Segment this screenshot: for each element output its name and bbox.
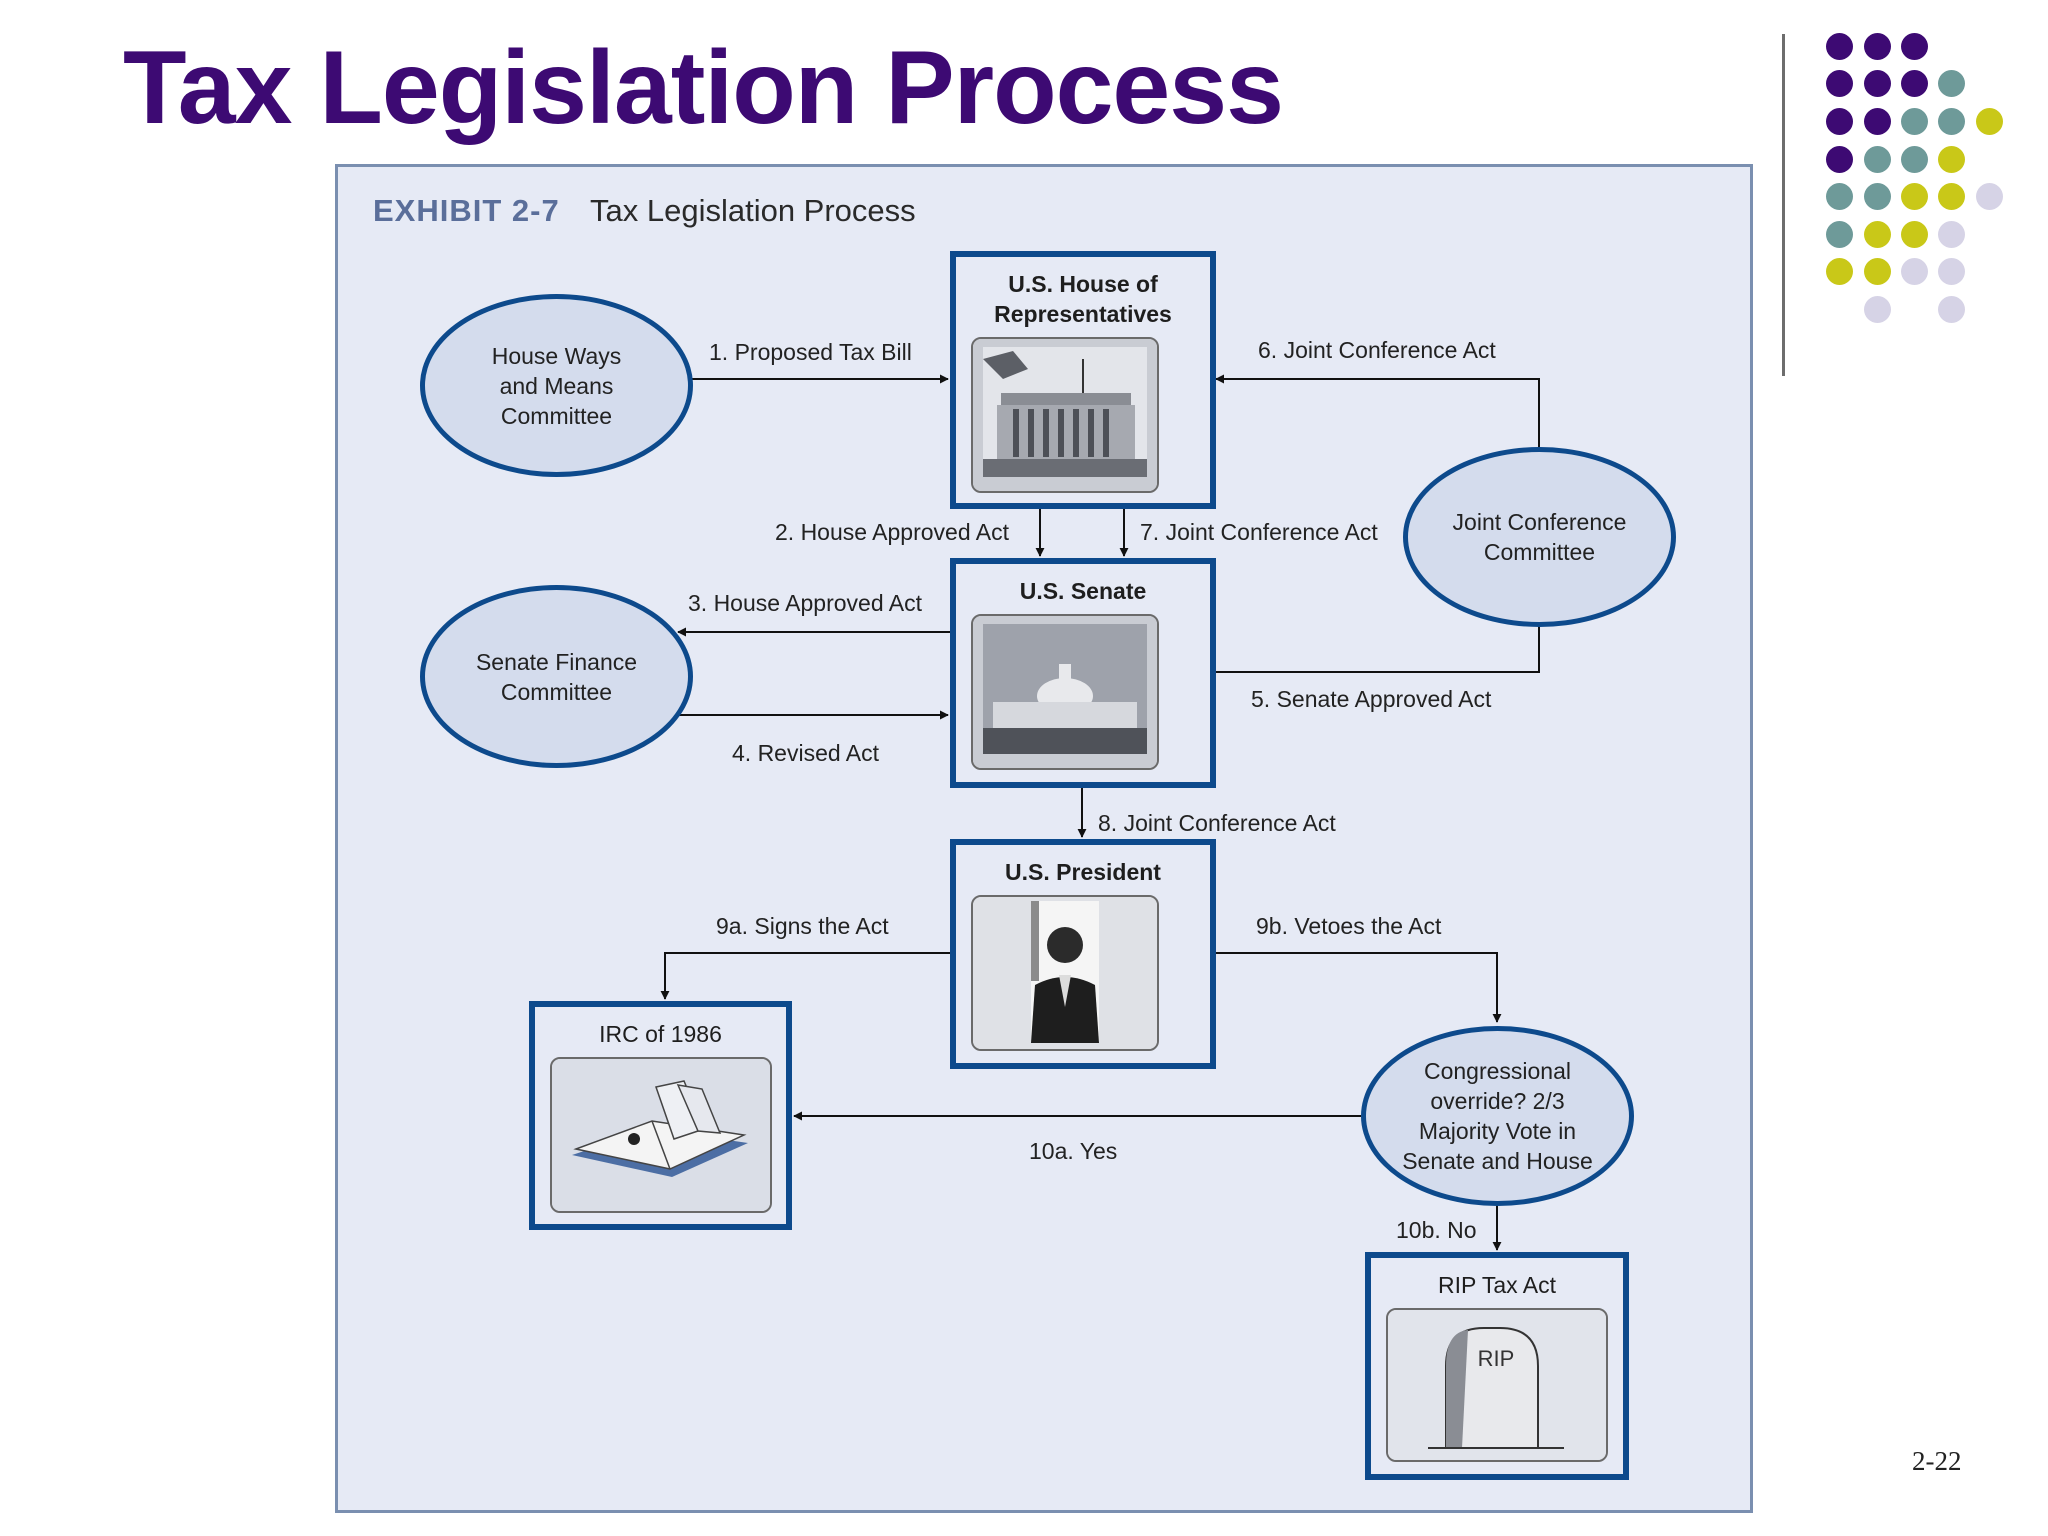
open-book-image <box>550 1057 772 1213</box>
president-title: U.S. President <box>1005 859 1161 885</box>
edge-label-1: 1. Proposed Tax Bill <box>709 339 912 365</box>
tombstone-rip-text: RIP <box>1478 1346 1515 1371</box>
dot <box>1938 296 1965 323</box>
connector-9b <box>1216 952 1502 1023</box>
dot <box>1901 33 1928 60</box>
dot <box>1938 183 1965 210</box>
dot <box>1938 146 1965 173</box>
dot <box>1938 221 1965 248</box>
dot <box>1826 258 1853 285</box>
vertical-divider <box>1782 34 1785 376</box>
dot <box>1901 183 1928 210</box>
connector-9a <box>660 952 950 1000</box>
edge-label-9b: 9b. Vetoes the Act <box>1256 913 1442 939</box>
dot <box>1864 221 1891 248</box>
exhibit-label: EXHIBIT 2-7 <box>373 193 560 228</box>
edge-label-7: 7. Joint Conference Act <box>1140 519 1378 545</box>
capitol-building-image <box>971 614 1159 770</box>
dot <box>1976 108 2003 135</box>
congressional-override-label: Congressional override? 2/3 Majority Vot… <box>1402 1058 1593 1174</box>
dot <box>1901 258 1928 285</box>
dot <box>1901 70 1928 97</box>
dot <box>1826 183 1853 210</box>
senate-title: U.S. Senate <box>1019 578 1147 604</box>
dot <box>1826 221 1853 248</box>
dot <box>1864 146 1891 173</box>
dot <box>1826 108 1853 135</box>
senate-finance-committee-node: Senate Finance Committee <box>420 585 693 768</box>
edge-label-10a: 10a. Yes <box>1029 1138 1118 1164</box>
irc-box: IRC of 1986 <box>529 1001 792 1230</box>
senate-box: U.S. Senate <box>950 558 1216 788</box>
connector-6 <box>1215 374 1540 449</box>
flow-connectors <box>660 374 1540 1251</box>
dot <box>1938 108 1965 135</box>
edge-label-4: 4. Revised Act <box>732 740 880 766</box>
dot <box>1901 146 1928 173</box>
rip-tax-act-box: RIP Tax Act RIP <box>1365 1252 1629 1480</box>
congressional-override-node: Congressional override? 2/3 Majority Vot… <box>1361 1026 1634 1206</box>
dot <box>1864 70 1891 97</box>
edge-label-9a: 9a. Signs the Act <box>716 913 889 939</box>
edge-label-6: 6. Joint Conference Act <box>1258 337 1496 363</box>
exhibit-panel: EXHIBIT 2-7 Tax Legislation Process U.S.… <box>335 164 1753 1513</box>
house-building-image <box>971 337 1159 493</box>
edge-label-3: 3. House Approved Act <box>688 590 922 616</box>
dot <box>1864 183 1891 210</box>
edge-label-2: 2. House Approved Act <box>775 519 1009 545</box>
joint-conference-committee-label: Joint Conference Committee <box>1452 509 1627 565</box>
dot <box>1864 258 1891 285</box>
dot <box>1976 183 2003 210</box>
tombstone-image: RIP <box>1386 1308 1608 1462</box>
rip-tax-act-title: RIP Tax Act <box>1437 1272 1557 1298</box>
dot <box>1864 33 1891 60</box>
joint-conference-committee-node: Joint Conference Committee <box>1403 447 1676 627</box>
house-box: U.S. House of Representatives <box>950 251 1216 509</box>
ways-means-committee-label: House Ways and Means Committee <box>491 342 622 429</box>
exhibit-title: Tax Legislation Process <box>590 193 916 228</box>
connector-5 <box>1216 623 1540 673</box>
edge-label-8: 8. Joint Conference Act <box>1098 810 1336 836</box>
dot <box>1864 296 1891 323</box>
edge-label-10b: 10b. No <box>1396 1217 1477 1243</box>
irc-title: IRC of 1986 <box>599 1021 722 1047</box>
slide-title: Tax Legislation Process <box>123 30 1284 146</box>
dot <box>1864 108 1891 135</box>
dot <box>1938 258 1965 285</box>
page-number: 2-22 <box>1912 1446 1962 1476</box>
dot <box>1826 146 1853 173</box>
dot <box>1901 221 1928 248</box>
president-portrait-image <box>971 895 1159 1051</box>
president-box: U.S. President <box>950 839 1216 1069</box>
dot <box>1826 33 1853 60</box>
senate-finance-committee-label: Senate Finance Committee <box>475 648 638 705</box>
dot <box>1901 108 1928 135</box>
dot <box>1826 70 1853 97</box>
ways-means-committee-node: House Ways and Means Committee <box>420 294 693 477</box>
house-title: U.S. House of Representatives <box>994 271 1172 327</box>
edge-label-5: 5. Senate Approved Act <box>1251 686 1492 712</box>
dot <box>1938 70 1965 97</box>
